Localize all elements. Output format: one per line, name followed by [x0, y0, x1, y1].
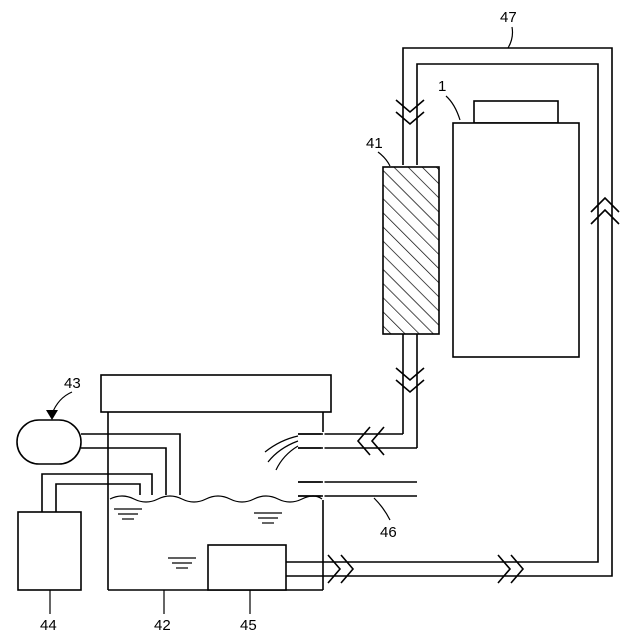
- label-pump-unit: 43: [64, 375, 81, 392]
- water-surface: [110, 496, 322, 502]
- side-box: [18, 474, 152, 590]
- svg-text:47: 47: [500, 9, 517, 26]
- svg-text:1: 1: [438, 78, 446, 95]
- label-submerged-unit: 45: [240, 590, 257, 634]
- submerged-unit: [208, 545, 286, 590]
- flow-chevron-bottom-right-a: [328, 555, 353, 583]
- water-level-mark-3: [168, 558, 196, 568]
- flow-chevron-filter-down: [396, 368, 424, 392]
- label-side-box: 44: [40, 590, 57, 634]
- label-device: 1: [438, 78, 460, 120]
- flow-chevron-bottom-right-b: [498, 555, 523, 583]
- label-return-pipe: 47: [500, 9, 517, 48]
- label-lower-pipe: 46: [374, 498, 397, 541]
- filter-element: [383, 167, 439, 334]
- svg-text:45: 45: [240, 617, 257, 634]
- pump-leader-arrow: [46, 392, 72, 420]
- water-level-mark-1: [114, 509, 142, 519]
- water-level-mark-2: [254, 513, 282, 523]
- svg-text:43: 43: [64, 375, 81, 392]
- flow-chevron-inlet-left: [358, 427, 384, 455]
- tank-wall-pipe-stubs: [298, 434, 323, 496]
- flow-chevron-right-up: [591, 198, 619, 224]
- spray-lines: [265, 436, 298, 470]
- label-tank: 42: [154, 590, 171, 634]
- svg-text:44: 44: [40, 617, 57, 634]
- svg-text:46: 46: [380, 524, 397, 541]
- svg-text:41: 41: [366, 135, 383, 152]
- label-filter: 41: [366, 135, 390, 166]
- device-unit: [453, 101, 579, 357]
- lower-pipe: [298, 482, 417, 496]
- flow-chevron-top-down: [396, 100, 424, 124]
- svg-text:42: 42: [154, 617, 171, 634]
